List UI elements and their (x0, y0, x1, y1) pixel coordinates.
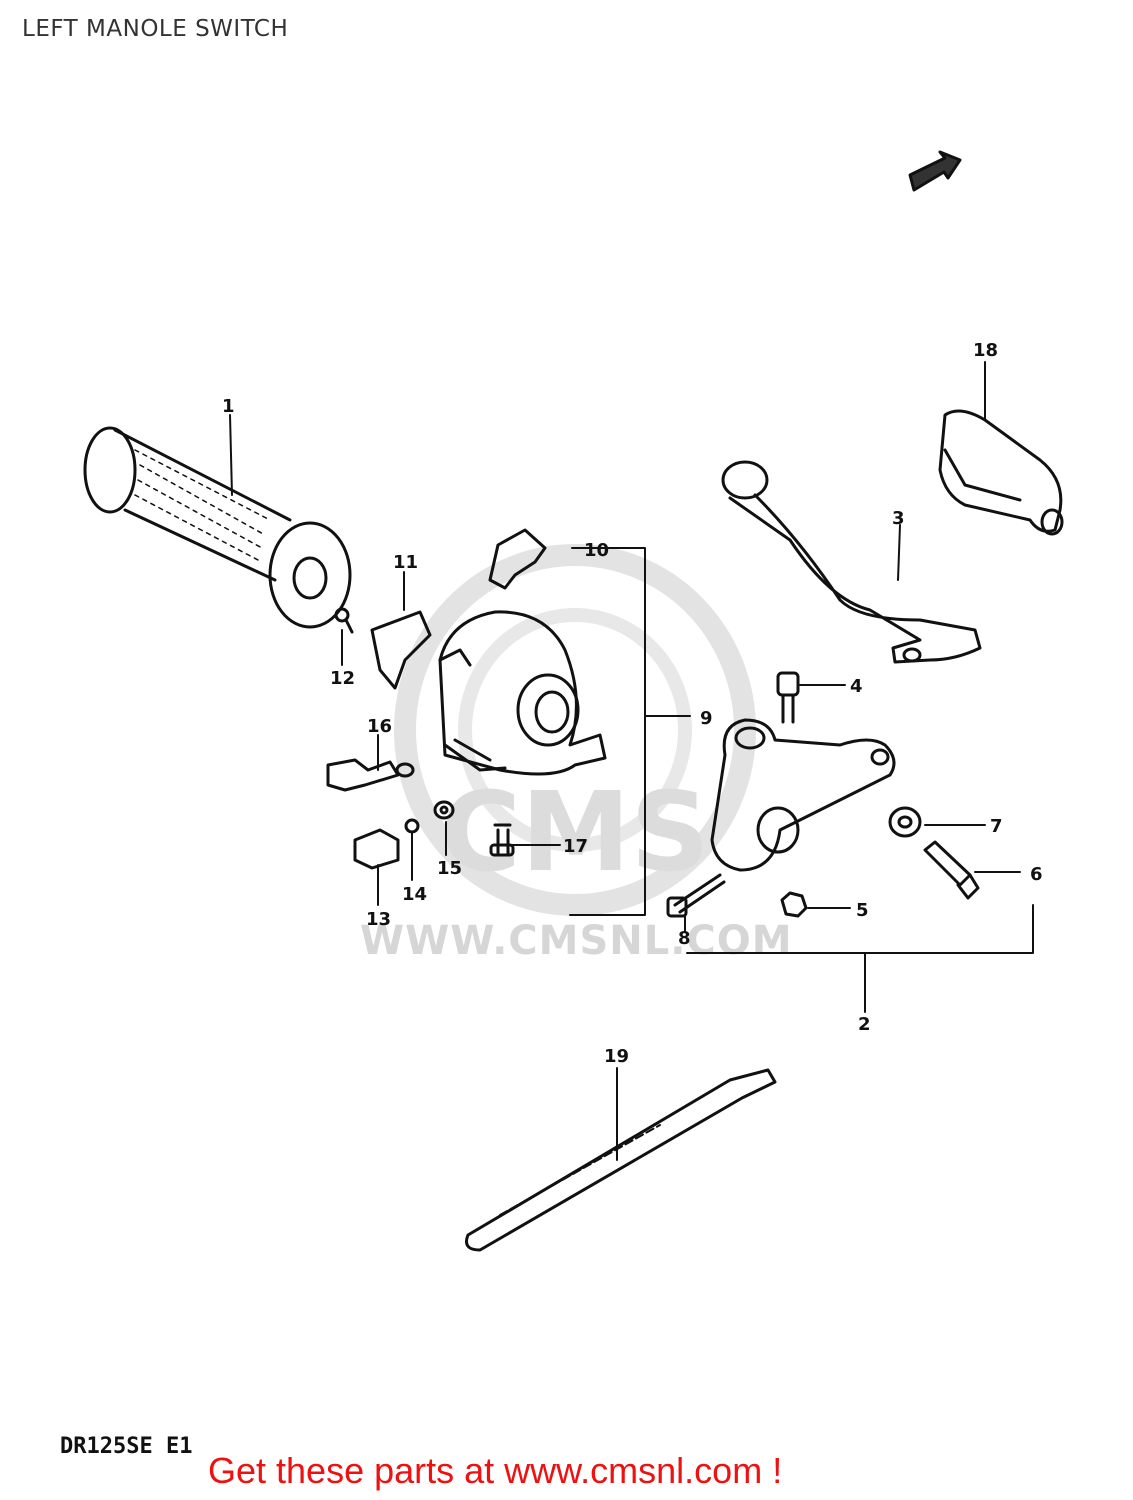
callout-14: 14 (402, 884, 427, 905)
part-bolt-6 (923, 840, 980, 900)
promo-link[interactable]: Get these parts at www.cmsnl.com ! (208, 1450, 783, 1491)
callout-3: 3 (892, 508, 905, 529)
watermark-url: WWW.CMSNL.COM (360, 918, 793, 964)
part-screw-17 (489, 823, 515, 857)
leader-lines (229, 361, 1034, 1161)
direction-arrow-icon (908, 150, 962, 192)
callout-10: 10 (584, 540, 609, 561)
part-washer-7 (888, 806, 922, 838)
callout-1: 1 (222, 396, 235, 417)
part-clutch-lever (721, 460, 982, 664)
callout-11: 11 (393, 552, 418, 573)
callout-15: 15 (437, 858, 462, 879)
part-block-13 (353, 828, 400, 870)
part-switch-16 (326, 758, 415, 792)
part-switch-housing (438, 610, 607, 776)
part-lever-cover (938, 409, 1064, 536)
callout-13: 13 (366, 909, 391, 930)
part-lever-holder (710, 718, 896, 872)
callout-9: 9 (700, 708, 713, 729)
part-bolt-8 (666, 873, 726, 918)
part-bolt-4 (776, 671, 800, 724)
callout-16: 16 (367, 716, 392, 737)
part-screw-12 (334, 607, 354, 634)
part-cable-tie (465, 1068, 777, 1252)
callout-17: 17 (563, 836, 588, 857)
part-screw-14 (404, 818, 420, 834)
callout-12: 12 (330, 668, 355, 689)
callout-18: 18 (973, 340, 998, 361)
callout-7: 7 (990, 816, 1003, 837)
callout-2: 2 (858, 1014, 871, 1035)
part-grip (83, 426, 352, 629)
callout-8: 8 (678, 928, 691, 949)
callout-6: 6 (1030, 864, 1043, 885)
page-title: LEFT MANOLE SWITCH (22, 16, 289, 42)
callout-19: 19 (604, 1046, 629, 1067)
part-screw-15 (433, 800, 455, 820)
part-switch-knob (488, 528, 547, 590)
callout-4: 4 (850, 676, 863, 697)
callout-5: 5 (856, 900, 869, 921)
part-nut-5 (780, 891, 808, 918)
part-switch-button (370, 610, 432, 690)
model-code: DR125SE E1 (60, 1434, 193, 1459)
